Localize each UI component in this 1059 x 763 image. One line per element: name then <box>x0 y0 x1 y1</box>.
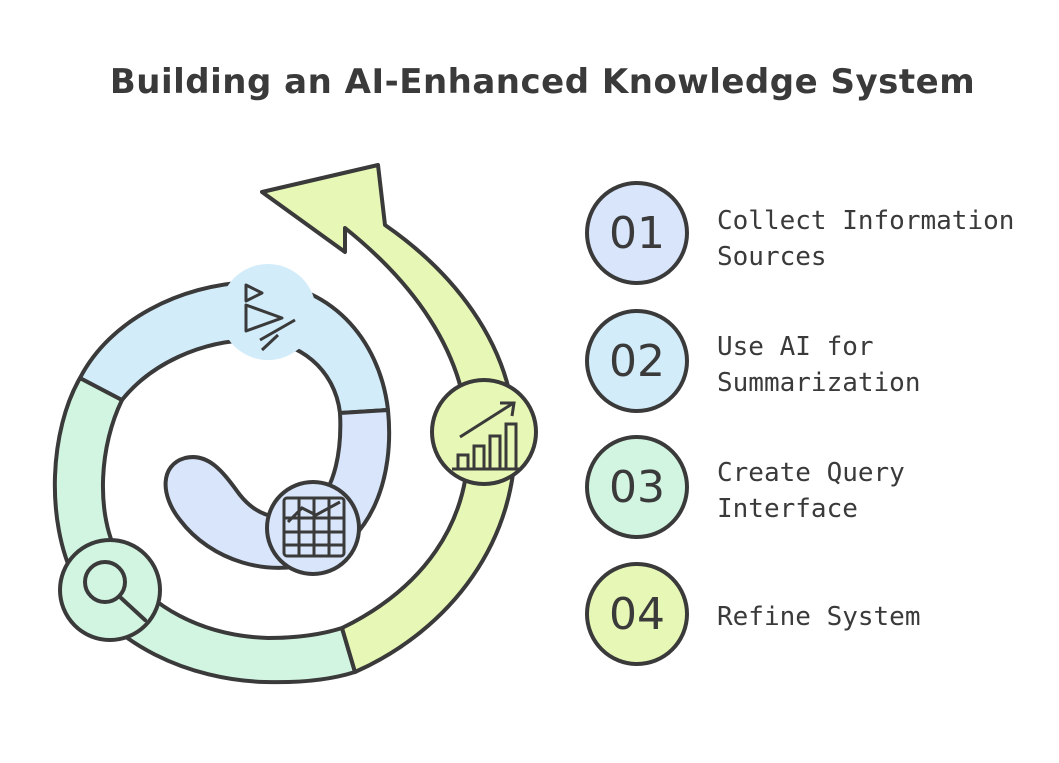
step-1-label: Collect Information Sources <box>717 203 1017 275</box>
spiral-arrow-lime <box>260 163 518 674</box>
step-2-badge: 02 <box>585 309 689 413</box>
step-1-number: 01 <box>609 207 665 259</box>
step-2-number: 02 <box>609 335 665 387</box>
step-4-number: 04 <box>609 588 665 640</box>
step-4-label-line1: Refine System <box>717 602 921 632</box>
step-3-label: Create Query Interface <box>717 455 1017 527</box>
step-3-label-line2: Interface <box>717 494 858 524</box>
funnel-triangles-icon <box>220 264 316 360</box>
step-1-badge: 01 <box>585 181 689 285</box>
step-2-label-line2: Summarization <box>717 368 921 398</box>
step-1-label-line1: Collect Information <box>717 206 1015 236</box>
step-3-label-line1: Create Query <box>717 458 905 488</box>
step-3-number: 03 <box>609 461 665 513</box>
page-title: Building an AI-Enhanced Knowledge System <box>109 62 976 102</box>
step-4-badge: 04 <box>585 562 689 666</box>
table-chart-icon <box>265 480 361 576</box>
step-3-badge: 03 <box>585 435 689 539</box>
growth-chart-icon <box>430 378 538 486</box>
step-1: 01 Collect Information Sources <box>585 181 1045 291</box>
step-4-label: Refine System <box>717 599 1017 635</box>
step-4: 04 Refine System <box>585 562 1045 672</box>
step-2-label-line1: Use AI for <box>717 332 874 362</box>
step-2: 02 Use AI for Summarization <box>585 309 1045 419</box>
step-3: 03 Create Query Interface <box>585 435 1045 545</box>
step-1-label-line2: Sources <box>717 242 827 272</box>
magnifier-icon <box>58 538 162 642</box>
step-2-label: Use AI for Summarization <box>717 329 1017 401</box>
